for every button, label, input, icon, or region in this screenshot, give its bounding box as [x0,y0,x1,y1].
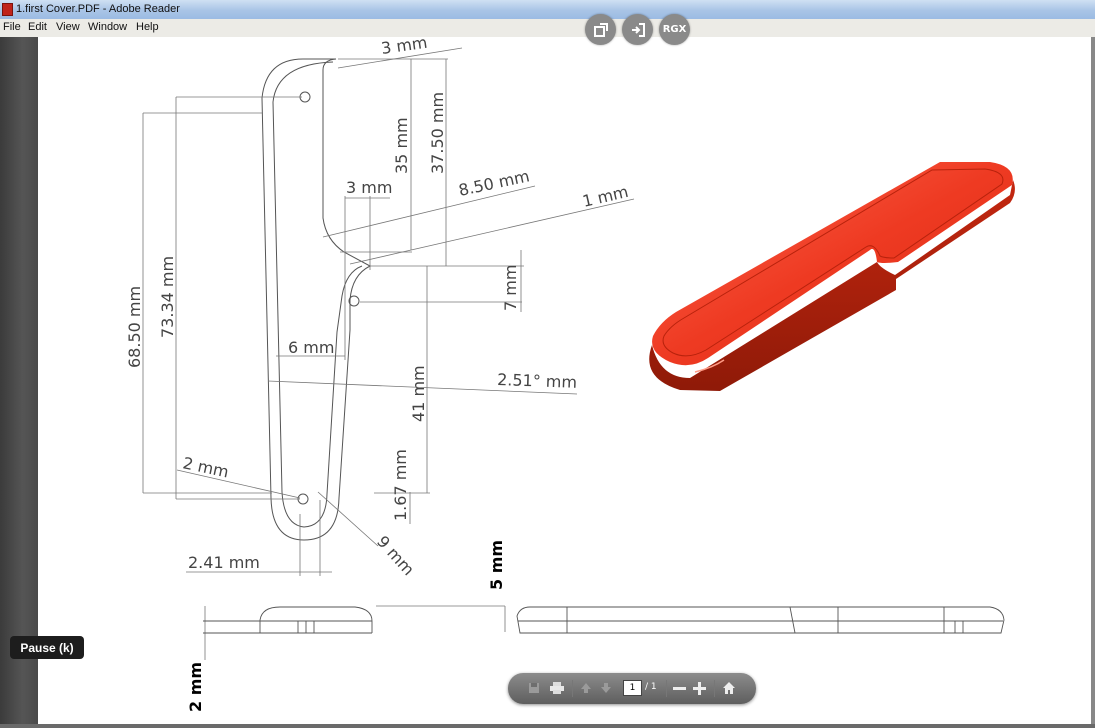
dim-1-67mm: 1.67 mm [391,449,410,521]
part-outline-top-view [261,58,372,541]
scrollbar-edge[interactable] [1091,37,1095,724]
dim-68-50mm: 68.50 mm [125,286,144,368]
dim-2-41mm: 2.41 mm [188,553,260,572]
toolbar-separator [714,680,715,697]
zoom-out-icon[interactable] [670,679,688,697]
dim-3mm-mid: 3 mm [346,178,392,197]
dimension-labels: 3 mm 35 mm 37.50 mm 3 mm 8.50 mm 1 mm 7 … [125,33,631,712]
dim-6mm: 6 mm [288,338,334,357]
toolbar-separator [666,680,667,697]
dim-37-50mm: 37.50 mm [428,92,447,174]
window-titlebar: 1.first Cover.PDF - Adobe Reader [0,0,1095,19]
next-page-icon[interactable] [598,679,614,697]
menu-file[interactable]: File [3,21,21,33]
popout-icon [593,22,608,37]
exit-button[interactable] [622,14,653,45]
dim-73-34mm: 73.34 mm [158,256,177,338]
part-3d-render [649,162,1015,391]
menu-edit[interactable]: Edit [28,21,47,33]
page-total: / 1 [645,682,657,692]
pdf-page: 3 mm 35 mm 37.50 mm 3 mm 8.50 mm 1 mm 7 … [38,33,1091,724]
menu-help[interactable]: Help [136,21,159,33]
dim-41mm: 41 mm [409,365,428,422]
rgx-label: RGX [662,24,687,35]
menu-view[interactable]: View [56,21,80,33]
page-number-input[interactable]: 1 [623,680,642,696]
dim-7mm: 7 mm [501,265,520,311]
zoom-in-icon[interactable] [690,679,708,697]
dim-9mm: 9 mm [373,532,418,579]
left-gutter [0,37,38,724]
dim-2-51mm: 2.51° mm [497,370,578,392]
rgx-button[interactable]: RGX [659,14,690,45]
dim-35mm: 35 mm [392,117,411,174]
dim-8-50mm: 8.50 mm [457,166,531,200]
pause-badge[interactable]: Pause (k) [10,636,84,659]
home-icon[interactable] [720,679,738,697]
menu-window[interactable]: Window [88,21,128,33]
popout-button[interactable] [585,14,616,45]
save-icon[interactable] [526,679,542,697]
print-icon[interactable] [548,679,566,697]
adobe-reader-icon [2,3,13,16]
dim-2mm-bottom: 2 mm [186,662,205,712]
dim-1mm: 1 mm [581,182,631,211]
exit-icon [631,22,645,37]
dim-5mm: 5 mm [487,540,506,590]
prev-page-icon[interactable] [578,679,594,697]
toolbar-separator [572,680,573,697]
dimension-lines [142,47,635,660]
page-nav-toolbar: 1 / 1 [508,673,756,704]
dim-2mm: 2 mm [181,453,230,481]
technical-drawing: 3 mm 35 mm 37.50 mm 3 mm 8.50 mm 1 mm 7 … [125,33,1015,712]
menu-bar: File Edit View Window Help [0,19,1095,38]
part-side-view [203,606,1005,634]
window-title: 1.first Cover.PDF - Adobe Reader [16,3,180,15]
